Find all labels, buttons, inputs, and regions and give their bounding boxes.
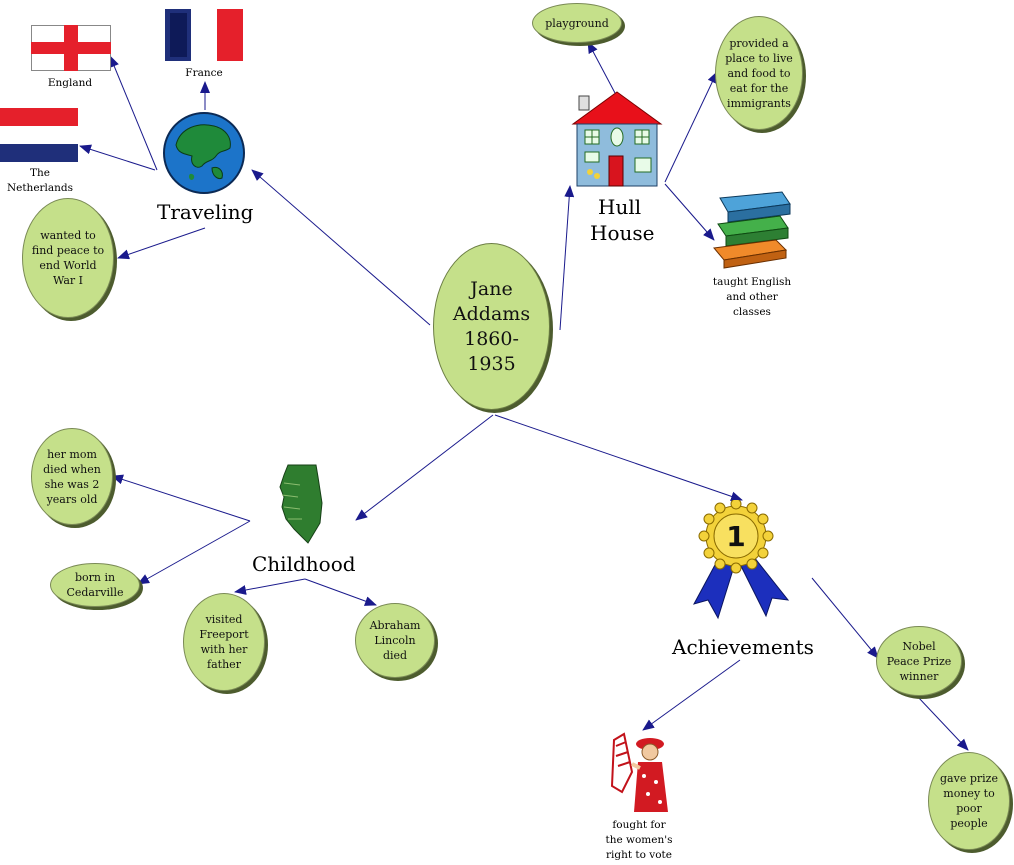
- edge-center-achievements: [494, 414, 743, 502]
- edge-hull-playground: [587, 41, 616, 94]
- bubble-place-line-5: immigrants: [727, 96, 791, 110]
- edge-achievements-vote: [642, 659, 741, 731]
- bubble-cedarville-line-1: born in: [74, 571, 116, 584]
- edge-childhood-freeport: [234, 578, 306, 595]
- branch-label-hull-house: Hull House: [590, 194, 654, 246]
- netherlands-flag-icon: [0, 108, 78, 162]
- bubble-peace-line-4: War I: [52, 274, 83, 287]
- edge-achievements-nobel: [811, 577, 879, 659]
- edge-childhood-lincoln: [304, 578, 377, 606]
- branch-label-achievements: Achievements: [672, 635, 814, 659]
- bubble-peace[interactable]: wanted to find peace to end World War I: [22, 198, 114, 318]
- bubble-peace-line-2: find peace to: [31, 244, 105, 257]
- books-icon: [713, 191, 791, 269]
- hull-house-line-1: Hull: [598, 195, 642, 219]
- edge-nobel-prize: [917, 696, 969, 751]
- bubble-cedarville[interactable]: born in Cedarville: [50, 563, 140, 607]
- edge-center-traveling: [251, 169, 431, 326]
- bubble-place-line-2: place to live: [725, 51, 793, 65]
- edge-traveling-peace: [117, 227, 206, 260]
- suffragist-woman-icon: [610, 732, 668, 812]
- bubble-lincoln-line-1: Abraham: [369, 619, 421, 632]
- bubble-freeport-line-3: with her: [200, 643, 248, 656]
- bubble-place-line-1: provided a: [729, 36, 789, 50]
- branch-label-traveling: Traveling: [157, 200, 254, 224]
- bubble-prize-line-1: gave prize: [940, 772, 998, 785]
- bubble-mom-died[interactable]: her mom died when she was 2 years old: [31, 428, 113, 525]
- bubble-lincoln-line-2: Lincoln: [374, 634, 416, 647]
- edge-traveling-england: [109, 55, 158, 171]
- edge-traveling-netherlands: [79, 144, 156, 171]
- caption-classes-line-2: and other: [726, 291, 778, 303]
- edge-hull-books: [664, 183, 715, 241]
- branch-label-childhood: Childhood: [252, 552, 356, 576]
- edge-childhood-mom: [111, 474, 251, 522]
- award-ribbon-icon[interactable]: 1: [690, 500, 790, 620]
- bubble-prize-money[interactable]: gave prize money to poor people: [928, 752, 1010, 850]
- bubble-mom-line-3: she was 2: [44, 477, 100, 491]
- edge-center-hullhouse: [559, 185, 575, 331]
- bubble-freeport[interactable]: visited Freeport with her father: [183, 593, 265, 691]
- bubble-mom-line-2: died when: [43, 462, 101, 476]
- bubble-mom-line-4: years old: [46, 492, 98, 506]
- caption-vote-line-2: the women's: [605, 834, 673, 846]
- center-node-jane-addams[interactable]: Jane Addams 1860- 1935: [433, 243, 550, 410]
- center-line-4: 1935: [467, 352, 516, 375]
- bubble-freeport-line-4: father: [207, 658, 241, 671]
- globe-icon[interactable]: [162, 110, 246, 196]
- bubble-playground[interactable]: playground: [532, 3, 622, 43]
- caption-classes: taught English and other classes: [706, 275, 798, 320]
- bubble-nobel-line-1: Nobel: [902, 639, 936, 653]
- bubble-prize-line-2: money to: [943, 787, 995, 800]
- caption-classes-line-1: taught English: [712, 276, 792, 288]
- illinois-state-icon[interactable]: [278, 463, 328, 545]
- caption-classes-line-3: classes: [733, 306, 771, 318]
- bubble-peace-line-1: wanted to: [40, 229, 96, 242]
- england-flag-icon: [31, 25, 111, 71]
- caption-vote-line-3: right to vote: [606, 849, 672, 861]
- bubble-place-line-3: and food to: [727, 66, 791, 80]
- edge-childhood-cedarville: [137, 520, 251, 585]
- house-icon[interactable]: [571, 90, 663, 188]
- center-line-2: Addams: [452, 302, 531, 325]
- edge-center-childhood: [355, 414, 494, 521]
- caption-vote-line-1: fought for: [612, 819, 666, 831]
- center-line-3: 1860-: [464, 327, 519, 350]
- bubble-prize-line-4: people: [950, 817, 988, 830]
- bubble-lincoln[interactable]: Abraham Lincoln died: [355, 603, 435, 678]
- england-label: England: [47, 77, 93, 89]
- bubble-playground-text: playground: [545, 16, 609, 30]
- bubble-place-line-4: eat for the: [729, 81, 789, 95]
- center-line-1: Jane: [470, 277, 513, 300]
- bubble-cedarville-line-2: Cedarville: [66, 586, 124, 599]
- bubble-freeport-line-2: Freeport: [199, 628, 249, 641]
- bubble-mom-line-1: her mom: [47, 447, 97, 461]
- france-label: France: [185, 67, 223, 79]
- caption-vote: fought for the women's right to vote: [593, 818, 685, 863]
- france-flag-icon: [165, 9, 243, 61]
- bubble-peace-line-3: end World: [39, 259, 97, 272]
- hull-house-line-2: House: [590, 221, 655, 245]
- bubble-place-to-live[interactable]: provided a place to live and food to eat…: [715, 16, 803, 130]
- bubble-nobel-line-2: Peace Prize: [886, 654, 952, 668]
- bubble-nobel[interactable]: Nobel Peace Prize winner: [876, 626, 962, 696]
- bubble-lincoln-line-3: died: [382, 649, 408, 662]
- bubble-prize-line-3: poor: [956, 802, 982, 815]
- bubble-freeport-line-1: visited: [205, 613, 243, 626]
- netherlands-label: The Netherlands: [6, 167, 74, 194]
- edge-hull-place: [664, 71, 718, 183]
- bubble-nobel-line-3: winner: [899, 669, 939, 683]
- award-number: 1: [726, 520, 745, 553]
